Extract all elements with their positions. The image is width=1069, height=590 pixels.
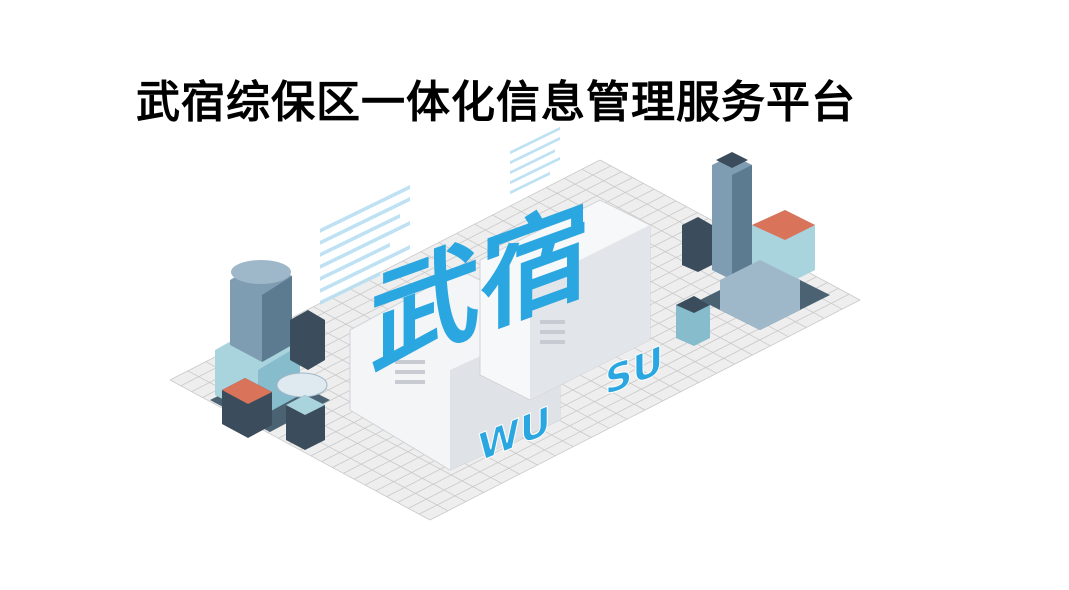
building-cluster-left — [210, 260, 330, 450]
data-panel-right — [510, 126, 560, 195]
grid-line — [429, 299, 861, 521]
building-cluster-right — [676, 152, 830, 346]
central-character-blocks — [349, 199, 651, 471]
page-title: 武宿综保区一体化信息管理服务平台 — [136, 77, 856, 128]
grid-line — [418, 293, 850, 515]
data-panel-left — [320, 185, 410, 305]
